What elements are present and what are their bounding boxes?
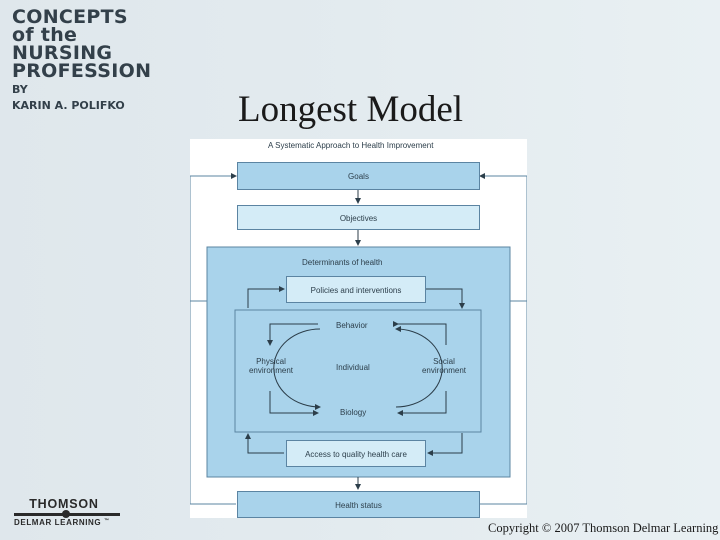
figure-caption: A Systematic Approach to Health Improvem… [268,141,434,150]
social-environment-label: Social environment [421,357,467,375]
access-label: Access to quality health care [305,450,407,459]
objectives-label: Objectives [339,214,378,223]
book-title-line3: NURSING [12,42,113,64]
slide-title: Longest Model [238,89,464,130]
individual-label: Individual [336,363,370,372]
publisher-division: DELMAR LEARNING [14,518,102,527]
objectives-box: Objectives [237,205,480,230]
inner-individual-box [234,309,482,433]
policies-box: Policies and interventions [286,276,426,303]
publisher-swoosh-icon [14,510,120,518]
longest-model-diagram: A Systematic Approach to Health Improvem… [190,139,527,518]
book-title-line1: CONCEPTS [12,6,128,28]
by-label: BY [12,83,28,96]
goals-label: Goals [348,172,369,181]
copyright-notice: Copyright © 2007 Thomson Delmar Learning [488,521,719,535]
determinants-label: Determinants of health [302,258,383,267]
circle-arc-right [395,326,443,408]
publisher-name: THOMSON [29,497,99,511]
behavior-label: Behavior [336,321,368,330]
circle-arc-left [273,328,321,410]
author-name: KARIN A. POLIFKO [12,99,125,112]
biology-label: Biology [340,408,367,417]
access-box: Access to quality health care [286,440,426,467]
book-title-line4: PROFESSION [12,60,152,82]
policies-label: Policies and interventions [310,286,402,295]
health-status-box: Health status [237,491,480,518]
trademark-symbol: ™ [104,518,110,524]
goals-box: Goals [237,162,480,190]
physical-environment-label: Physical environment [248,357,294,375]
health-status-label: Health status [335,501,382,510]
book-title-logo: CONCEPTS of the NURSING PROFESSION BY KA… [12,8,151,112]
publisher-logo: THOMSON DELMAR LEARNING ™ [14,497,120,527]
book-title-line2: of the [12,24,78,46]
